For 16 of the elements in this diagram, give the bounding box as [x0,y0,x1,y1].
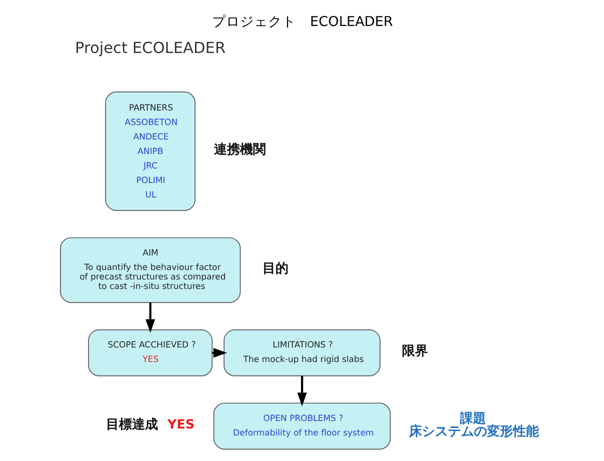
diagram-title: プロジェクト ECOLEADER [212,14,392,30]
node-box: OPEN PROBLEMS ? Deformability of the floor system [212,402,390,450]
label: Project ECOLEADER [74,39,226,58]
node-label: 目的 [262,261,288,276]
node-box: SCOPE ACCHIEVED ? YES [88,329,212,376]
node-box: LIMITATIONS ? The mock-up had rigid slabs [223,329,380,376]
node-label: 限界 [402,344,428,359]
node-box: PARTNERS ASSOBETON ANDECE ANIPB JRC POLIMI UL [104,92,196,211]
node-box: AIM To quantify the behaviour factor of precast structures as compared to cast -in-situ structures [59,237,240,303]
node-label: 連携機関 [213,142,266,158]
node-label: 床システムの変形性能 [408,424,539,440]
arrow [296,376,306,406]
node-label: 目標達成 [106,417,158,432]
node-label: YES [166,417,194,432]
arrow [145,302,155,333]
node-label: 課題 [460,412,486,427]
